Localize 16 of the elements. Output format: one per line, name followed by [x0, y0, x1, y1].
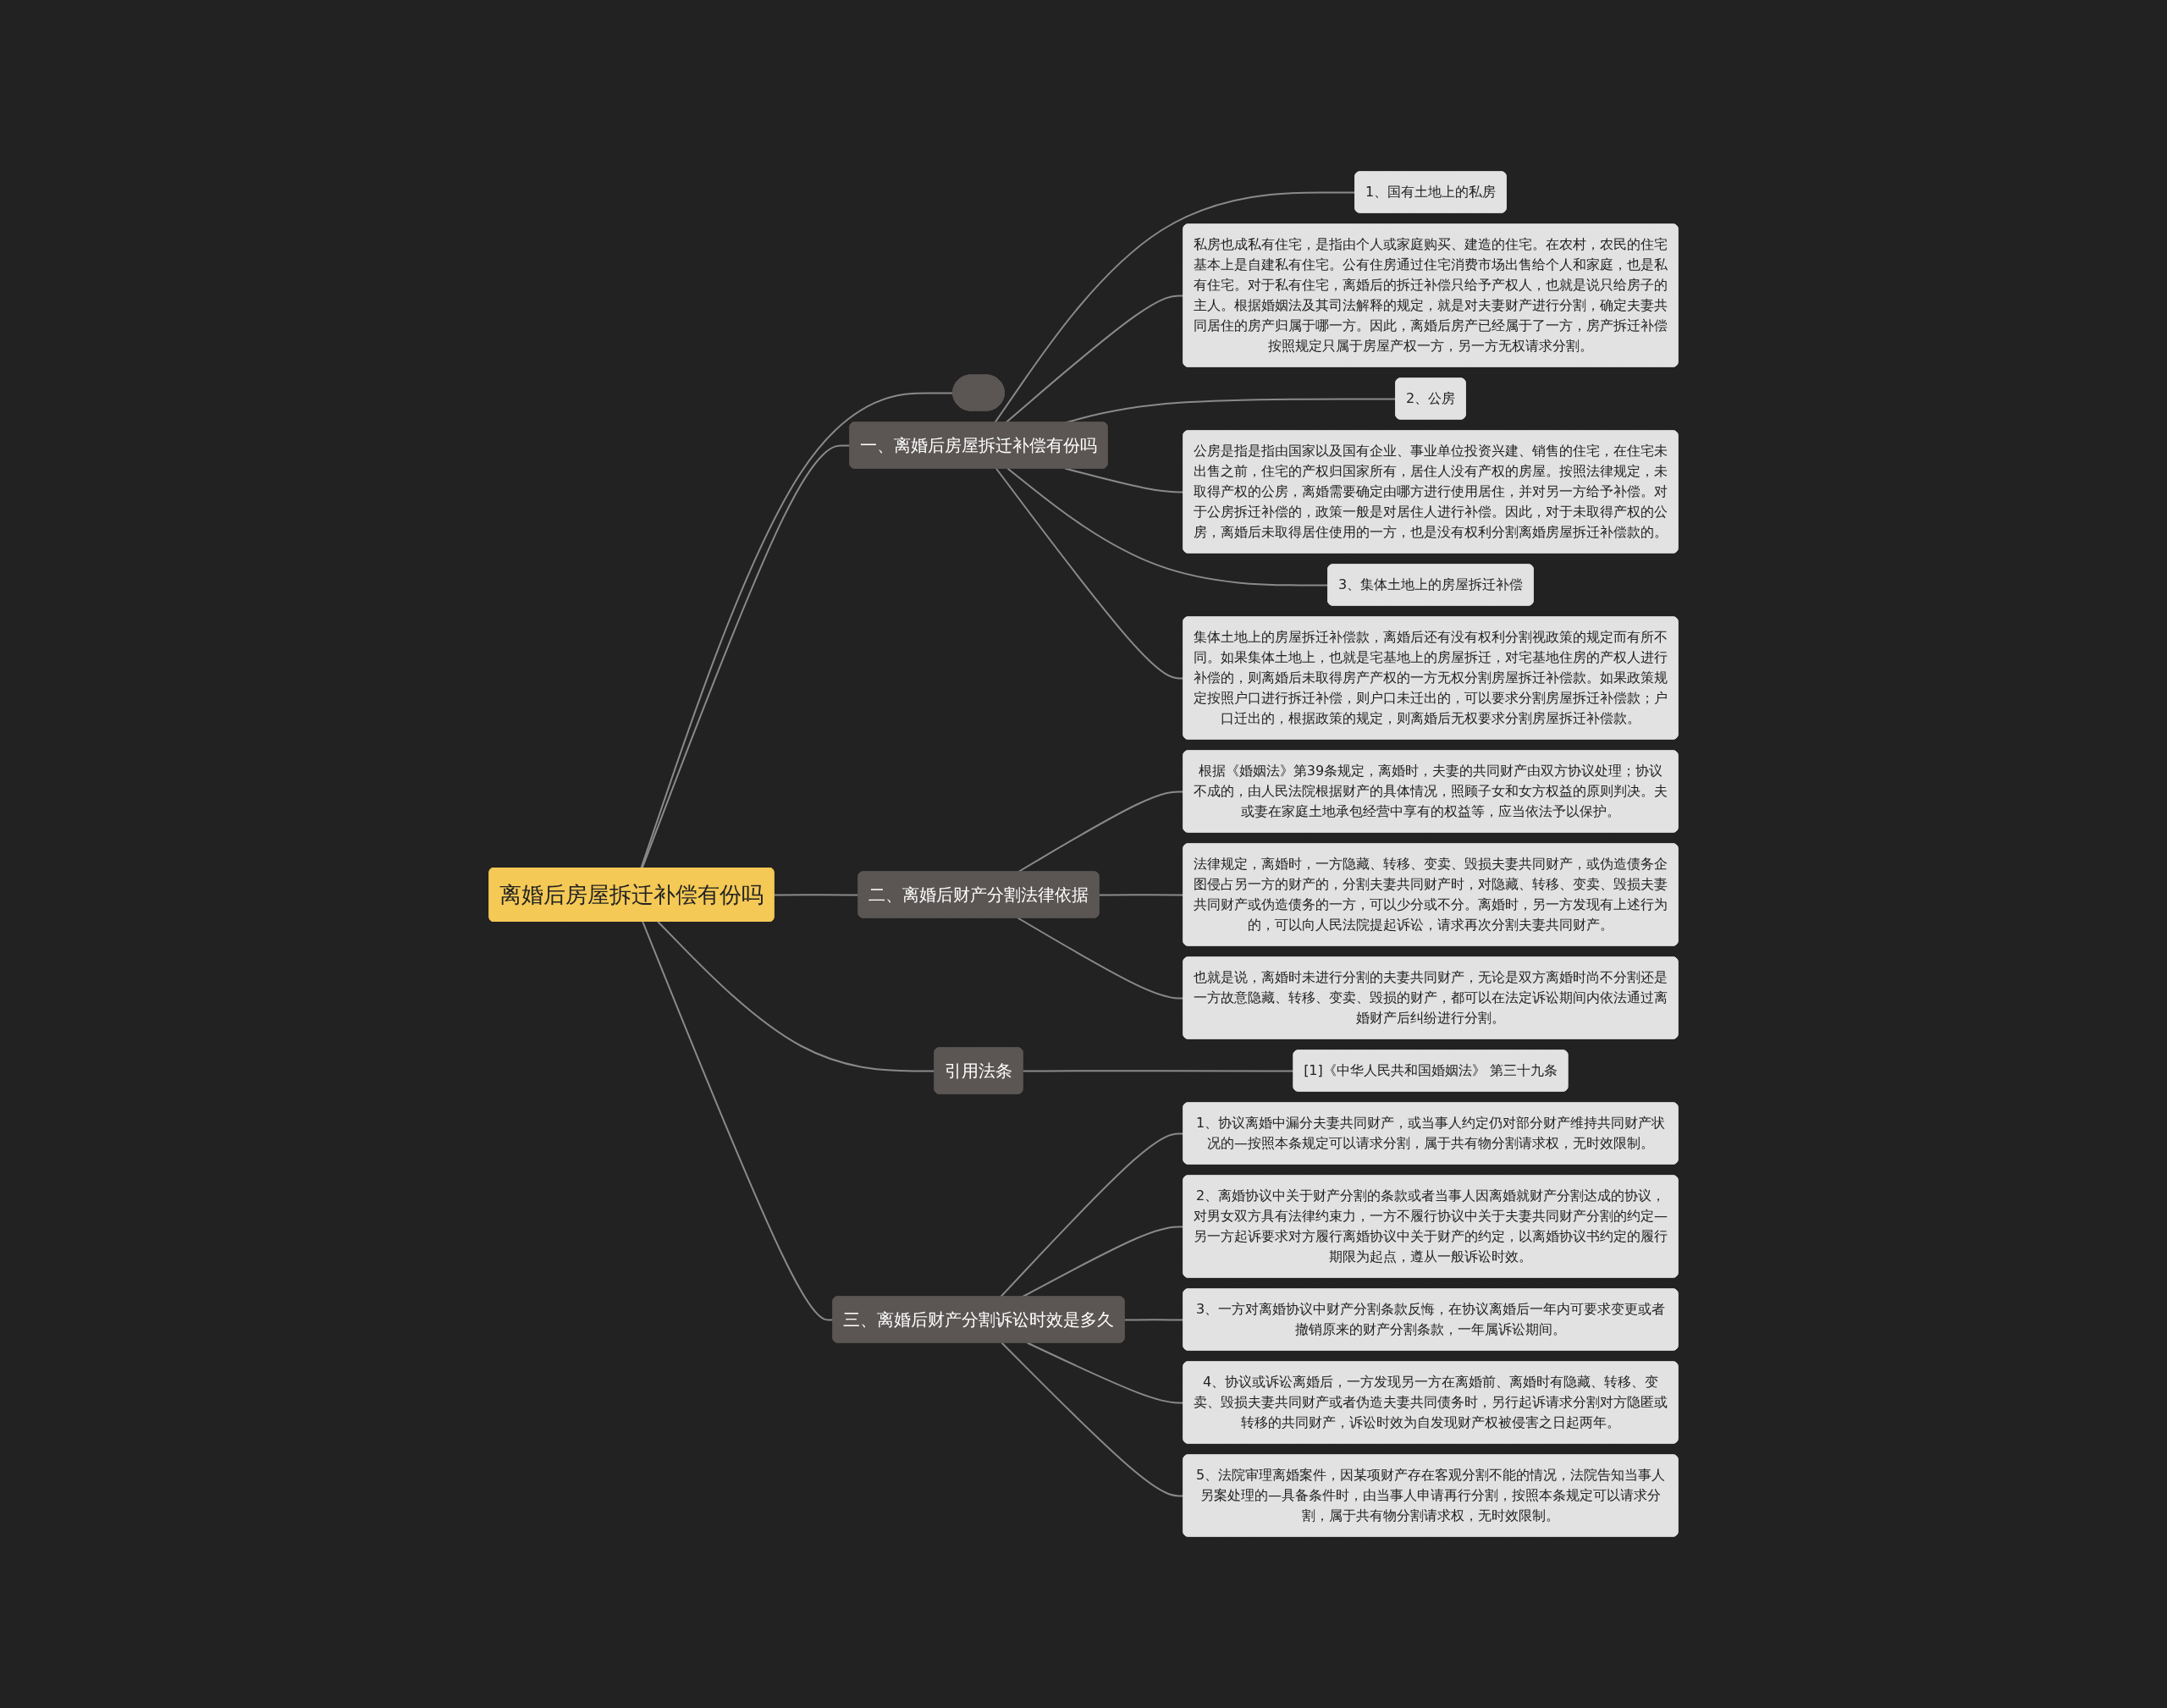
connector: [1005, 295, 1185, 424]
connector: [642, 921, 835, 1321]
connector: [1001, 1342, 1185, 1497]
connector: [657, 921, 936, 1072]
connector: [995, 467, 1185, 680]
connector: [1017, 791, 1185, 873]
connector: [1026, 1342, 1185, 1404]
connector: [1021, 1226, 1185, 1298]
connector: [1022, 1070, 1295, 1072]
connector: [1017, 917, 1185, 1000]
connector: [1064, 467, 1185, 493]
connector: [1098, 894, 1185, 896]
connector: [1123, 1319, 1185, 1321]
connector: [641, 444, 852, 869]
connector: [773, 894, 860, 896]
connector: [999, 1132, 1185, 1298]
